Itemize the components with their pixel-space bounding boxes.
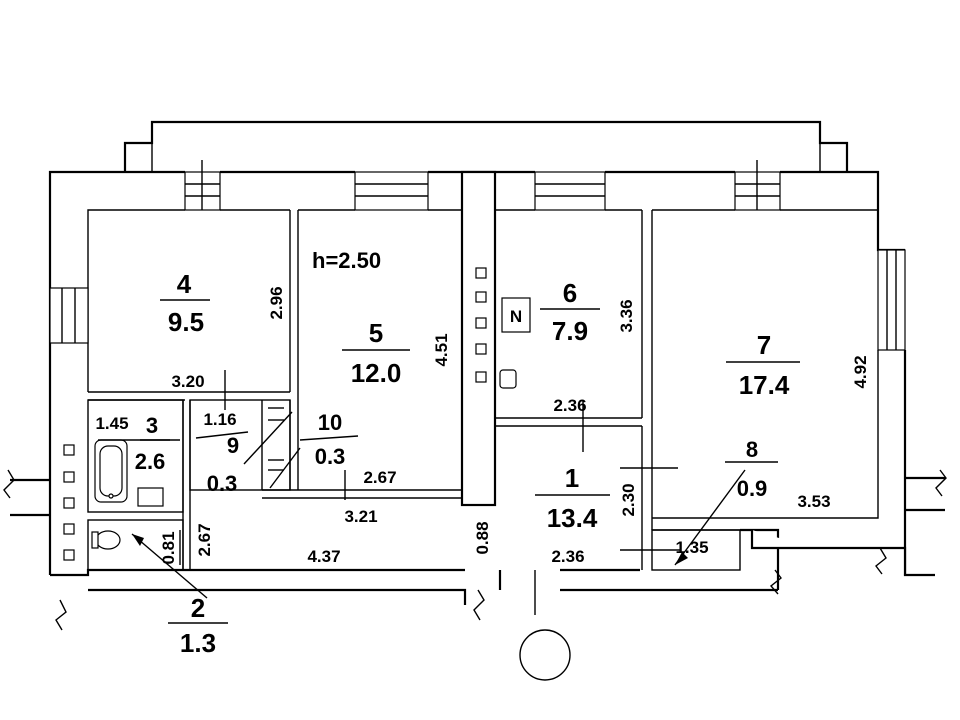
dim-r7-depth: 4.92 — [851, 355, 870, 388]
dim-r5-depth: 4.51 — [432, 333, 451, 366]
stove-icon — [501, 297, 531, 333]
dim-r1-depth: 2.30 — [619, 483, 638, 516]
room-area-10: 0.3 — [315, 444, 346, 469]
window-room-4-side — [49, 287, 89, 344]
sink — [137, 487, 164, 507]
room-area-8: 0.9 — [737, 476, 768, 501]
room-area-2: 1.3 — [180, 628, 216, 658]
dim-r8-width: 1.35 — [675, 538, 708, 557]
room-area-3: 2.6 — [135, 449, 166, 474]
room-number-2: 2 — [191, 593, 205, 623]
room-area-1: 13.4 — [547, 503, 598, 533]
room-area-7: 17.4 — [739, 370, 790, 400]
dim-r2-width: 0.81 — [159, 531, 178, 564]
outer-walls — [3, 120, 947, 631]
dim-r9-width: 1.16 — [203, 410, 236, 429]
ceiling-height: h=2.50 — [312, 248, 381, 273]
fixtures: N — [63, 267, 571, 681]
room-number-4: 4 — [177, 269, 192, 299]
windows — [49, 160, 906, 351]
compass-icon — [519, 629, 571, 681]
dim-r10-width: 2.67 — [363, 468, 396, 487]
window-room-5 — [354, 171, 429, 211]
room-area-9: 0.3 — [207, 471, 238, 496]
dim-r4-width: 3.20 — [171, 372, 204, 391]
kitchen-sink — [499, 369, 517, 389]
stove-label: N — [510, 307, 522, 326]
room-area-5: 12.0 — [351, 358, 402, 388]
window-room-7-side — [877, 249, 906, 351]
dimension-lines — [98, 299, 800, 624]
room-number-6: 6 — [563, 278, 577, 308]
dim-r1-width: 2.36 — [551, 547, 584, 566]
dim-r3-width: 1.45 — [95, 414, 128, 433]
room-number-9: 9 — [227, 433, 239, 458]
room-number-10: 10 — [318, 410, 342, 435]
room-number-8: 8 — [746, 437, 758, 462]
dim-r7-width: 3.53 — [797, 492, 830, 511]
dim-r2-depth: 2.67 — [195, 523, 214, 556]
room-number-3: 3 — [146, 413, 158, 438]
central-wall — [460, 170, 497, 507]
dim-hall-width: 3.21 — [344, 507, 377, 526]
dim-r6-depth: 3.36 — [617, 299, 636, 332]
dim-corridor-len: 4.37 — [307, 547, 340, 566]
room-labels: 4 9.5 5 12.0 6 7.9 7 17.4 1 13.4 2 1.3 3… — [135, 269, 790, 658]
room-number-1: 1 — [565, 463, 579, 493]
dimension-labels: 3.20 2.96 4.51 2.36 3.36 4.92 3.53 1.45 … — [95, 286, 870, 566]
room-number-5: 5 — [369, 318, 383, 348]
dim-r6-width: 2.36 — [553, 396, 586, 415]
partitions — [87, 170, 741, 571]
room-area-4: 9.5 — [168, 307, 204, 337]
dim-r4-depth: 2.96 — [267, 286, 286, 319]
dim-door-width: 0.88 — [473, 521, 492, 554]
window-room-6 — [534, 171, 606, 211]
room-number-7: 7 — [757, 330, 771, 360]
toilet — [95, 530, 121, 550]
room-area-6: 7.9 — [552, 316, 588, 346]
